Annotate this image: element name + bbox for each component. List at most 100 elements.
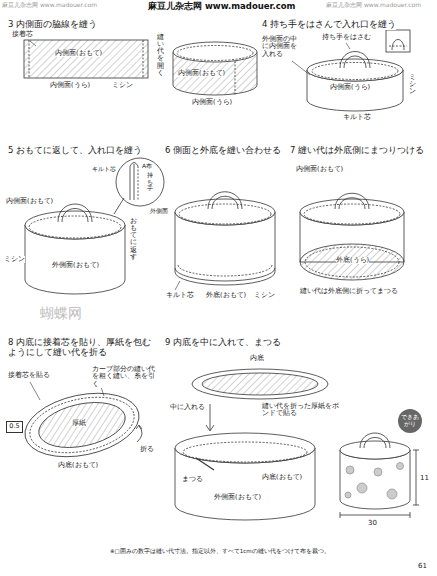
bag-body xyxy=(175,199,275,225)
insert-arrow xyxy=(206,404,214,431)
side-ring xyxy=(235,61,236,95)
node-text: できあがり xyxy=(401,414,419,427)
part-label: 外底(うら) xyxy=(336,257,369,264)
finished-bag xyxy=(397,463,404,470)
leader-line xyxy=(175,281,180,290)
part-label: 外側面 xyxy=(150,208,168,215)
finished-bag xyxy=(374,468,382,476)
dimension-line xyxy=(416,450,417,505)
inner-bottom xyxy=(25,389,139,462)
dimension: 30 xyxy=(368,519,377,527)
bag-body xyxy=(307,59,403,81)
part-label: 持ち手をはさむ xyxy=(322,34,371,41)
dimension-line xyxy=(340,450,419,518)
bag-body xyxy=(175,433,315,520)
dimension-line xyxy=(413,505,419,506)
footnote: ※□囲みの数字は縫い代寸法。指定以外、すべて1cmの縫い代をつけて布を裁つ。 xyxy=(110,548,330,554)
flat-piece xyxy=(143,40,144,78)
dimension: 11 xyxy=(420,474,429,482)
detail-circle xyxy=(130,163,138,167)
bag-body xyxy=(208,192,242,209)
bag-body xyxy=(386,30,410,52)
bag-body xyxy=(178,265,272,276)
bag-body xyxy=(335,193,369,209)
part-label: キルト芯 xyxy=(92,166,116,173)
dimension-line xyxy=(413,450,419,451)
step-heading: 6 側面と外底を縫い合わせる xyxy=(165,146,281,156)
bag-body xyxy=(58,204,92,222)
bag-body xyxy=(307,30,410,111)
note-text: まつる xyxy=(182,476,203,483)
part-label: 内側面(うら) xyxy=(50,82,90,89)
note-text: 縫い代は外底側に折ってまつる xyxy=(300,288,398,295)
leader-line xyxy=(346,43,350,49)
detail-circle xyxy=(130,166,131,200)
note-text: カーブ部分の縫い代を粗く縫い、糸を引く xyxy=(92,366,158,388)
side-ring xyxy=(173,42,257,62)
fold-arrow xyxy=(137,426,142,442)
part-label: 持ち手 xyxy=(147,172,153,192)
step-heading: 9 内底を中に入れて、まつる xyxy=(165,338,281,348)
page-number: 61 xyxy=(418,562,427,570)
bag-body xyxy=(275,268,276,272)
note-text: 接着芯を貼る xyxy=(8,372,50,379)
part-label: 外側面(おもて) xyxy=(214,494,261,501)
bag-body xyxy=(29,216,121,238)
bag-body xyxy=(179,204,271,224)
inner-bottom xyxy=(192,369,328,399)
finished-bag xyxy=(340,433,410,509)
part-label: 内側面(おもて) xyxy=(6,198,53,205)
part-label: 内側面(おもて) xyxy=(178,70,225,77)
detail-circle xyxy=(114,158,164,214)
bag-body xyxy=(305,247,399,277)
dimension-line xyxy=(340,515,410,516)
bag-body xyxy=(300,199,404,225)
part-label: ミシン xyxy=(254,292,275,299)
bag-body xyxy=(300,244,404,280)
part-label: キルト芯 xyxy=(166,292,194,299)
insert-arrow xyxy=(210,404,211,430)
part-label: ミシン xyxy=(409,74,416,95)
bag-body xyxy=(175,272,275,285)
finished-badge: できあがり xyxy=(398,409,422,433)
fold-arrow xyxy=(136,425,142,429)
part-label: 内側面(おもて) xyxy=(296,166,343,173)
step-heading: 8 内底に接着芯を貼り、厚紙を包むようにして縫い代を折る xyxy=(8,338,156,358)
bag-body xyxy=(25,204,125,294)
finished-bag xyxy=(360,433,390,448)
side-ring xyxy=(173,42,257,95)
finished-bag xyxy=(340,441,410,459)
insert-arrow xyxy=(206,425,214,431)
detail-circle xyxy=(138,166,139,200)
finished-bag xyxy=(357,483,367,493)
watermark: 麻豆儿杂志网 www.madouer.com xyxy=(326,2,421,9)
part-label: 外底(おもて) xyxy=(206,292,246,299)
side-ring xyxy=(177,46,253,61)
bag-body xyxy=(339,198,365,209)
part-label: 縫い代を開く xyxy=(157,34,164,77)
seam-allowance-box: 0.5 xyxy=(6,421,23,433)
bag-body xyxy=(300,193,404,280)
finished-bag xyxy=(346,466,354,474)
bag-body xyxy=(392,40,404,51)
inner-bottom xyxy=(202,373,318,395)
leader-line xyxy=(30,41,36,46)
detail-circle xyxy=(134,164,135,200)
part-label: 内側面(おもて) xyxy=(55,50,102,57)
note-text: 縫い代を折った厚紙をボンドで貼る xyxy=(262,403,340,418)
step-heading: 5 おもてに返して、入れ口を縫う xyxy=(8,146,142,156)
watermark: 蝴蝶网 xyxy=(40,305,82,321)
dimension-line xyxy=(340,512,341,518)
step-heading: 4 持ち手をはさんで入れ口を縫う xyxy=(262,20,396,30)
bag-body xyxy=(196,458,214,470)
part-label: 厚紙 xyxy=(72,420,86,427)
step-heading: 3 内側面の脇線を縫う xyxy=(8,20,97,30)
bag-body xyxy=(175,268,176,272)
part-label: 折る xyxy=(140,446,154,453)
inner-bottom xyxy=(35,395,130,454)
bag-body xyxy=(312,63,398,80)
flat-piece xyxy=(24,40,148,78)
part-label: 内側面(うら) xyxy=(192,99,232,106)
finished-bag xyxy=(364,438,386,449)
